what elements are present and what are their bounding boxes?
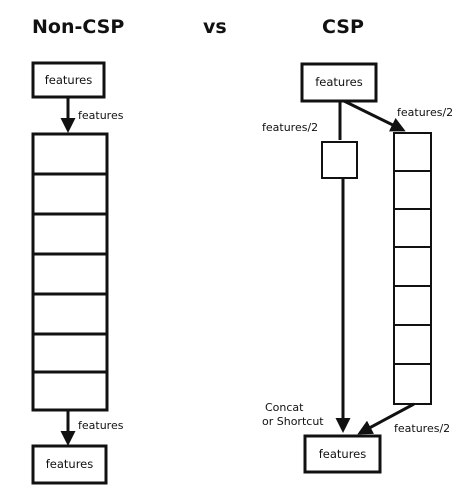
- non-csp-input-edge-label: features: [78, 109, 124, 122]
- csp-layer: [393, 324, 432, 365]
- title-non-csp: Non-CSP: [32, 16, 124, 38]
- csp-output-box: [303, 434, 382, 474]
- csp-layer: [393, 246, 432, 287]
- title-vs: vs: [203, 16, 227, 38]
- non-csp-block: features features features features: [31, 61, 124, 485]
- non-csp-output-label: features: [46, 457, 94, 471]
- csp-merge-right-label: features/2: [394, 422, 450, 435]
- non-csp-input-label: features: [45, 73, 93, 87]
- csp-split-arrow-right: [343, 99, 406, 132]
- non-csp-layer-stack: [31, 132, 109, 412]
- csp-layer-stack: [393, 132, 432, 405]
- csp-layer: [393, 170, 432, 210]
- csp-output-label: features: [319, 447, 367, 461]
- non-csp-output-box: [31, 444, 108, 485]
- csp-merge-arrow: [357, 402, 415, 435]
- csp-layer: [393, 132, 432, 172]
- non-csp-layer: [31, 252, 109, 296]
- csp-input-label: features: [315, 75, 363, 89]
- non-csp-layer: [31, 370, 109, 412]
- csp-transition-box: [321, 141, 358, 179]
- csp-layer: [393, 208, 432, 248]
- non-csp-output-edge-label: features: [78, 419, 124, 432]
- csp-layer: [393, 363, 432, 405]
- csp-merge-label-line2: or Shortcut: [262, 415, 324, 428]
- csp-block: features features/2 features/2 features/…: [262, 62, 453, 474]
- non-csp-layer: [31, 132, 109, 176]
- csp-layer: [393, 285, 432, 326]
- non-csp-layer: [31, 212, 109, 256]
- csp-split-left-label: features/2: [262, 121, 318, 134]
- non-csp-layer: [31, 332, 109, 374]
- non-csp-layer: [31, 172, 109, 216]
- csp-merge-label-line1: Concat: [265, 401, 304, 414]
- non-csp-layer: [31, 292, 109, 336]
- title-csp: CSP: [322, 16, 364, 38]
- csp-split-right-label: features/2: [397, 106, 453, 119]
- csp-input-box: [300, 62, 378, 103]
